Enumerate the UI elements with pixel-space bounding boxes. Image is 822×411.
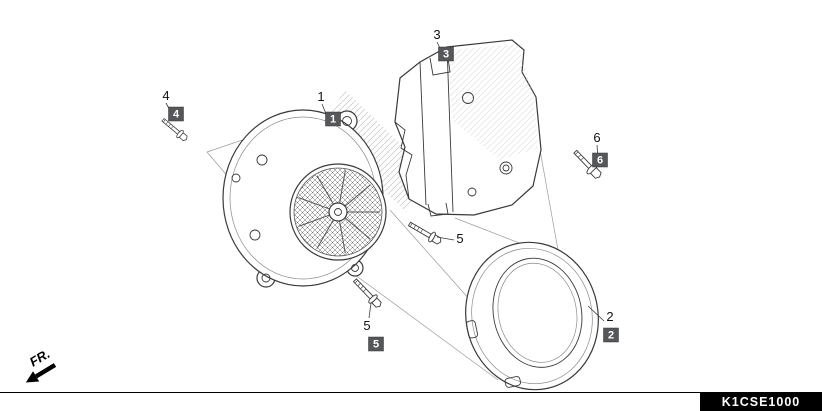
shroud-hole (462, 92, 474, 104)
bolt-hole (342, 116, 352, 126)
callout-5-lower: 5 (363, 318, 370, 333)
callout-4: 4 (162, 88, 169, 103)
outer-cover-part (465, 241, 599, 391)
bolt-hole (231, 173, 241, 183)
fan-grille (289, 163, 387, 261)
bolt-hole (351, 264, 359, 272)
callout-5-upper: 5 (456, 231, 463, 246)
diagram-code-plate (700, 392, 822, 411)
svg-text:2: 2 (608, 330, 614, 342)
callout-boxes: 1 3 4 6 2 5 (168, 46, 619, 352)
front-label: FR. (27, 346, 53, 370)
callout-box-1: 1 (325, 111, 341, 127)
bolt-part-6 (573, 149, 602, 179)
bolt-hole (261, 273, 271, 283)
cover-slot (504, 376, 521, 388)
diagram-footer: K1CSE1000 (0, 392, 822, 411)
shroud-part (394, 39, 542, 217)
cover-slot (465, 320, 479, 339)
bolt-part-5-upper (407, 221, 442, 245)
shroud-shading (448, 44, 538, 160)
fan-hub (328, 202, 348, 222)
callout-box-4: 4 (168, 106, 184, 122)
svg-text:3: 3 (443, 49, 449, 61)
diagram-code: K1CSE1000 (722, 395, 801, 409)
callout-numbers: 1 3 4 6 2 5 5 (162, 27, 613, 333)
outer-cover-outline (465, 241, 599, 391)
svg-text:6: 6 (597, 155, 603, 167)
front-direction-indicator: FR. (25, 346, 57, 383)
shroud-hole (467, 187, 477, 197)
fan-cover-part (222, 109, 387, 288)
callout-1: 1 (317, 89, 324, 104)
svg-text:4: 4 (173, 109, 180, 121)
svg-text:1: 1 (330, 114, 336, 126)
callout-box-3: 3 (438, 46, 454, 62)
bolt-part-4 (161, 117, 188, 142)
svg-text:5: 5 (373, 339, 379, 351)
callout-box-6: 6 (592, 152, 608, 168)
callout-2: 2 (606, 309, 613, 324)
callout-box-2: 2 (603, 327, 619, 343)
callout-3: 3 (433, 27, 440, 42)
front-arrow-icon (25, 363, 57, 383)
callout-6: 6 (593, 130, 600, 145)
shroud-hole (499, 161, 513, 175)
bolt-part-5-lower (352, 278, 382, 308)
callout-box-5: 5 (368, 336, 384, 352)
